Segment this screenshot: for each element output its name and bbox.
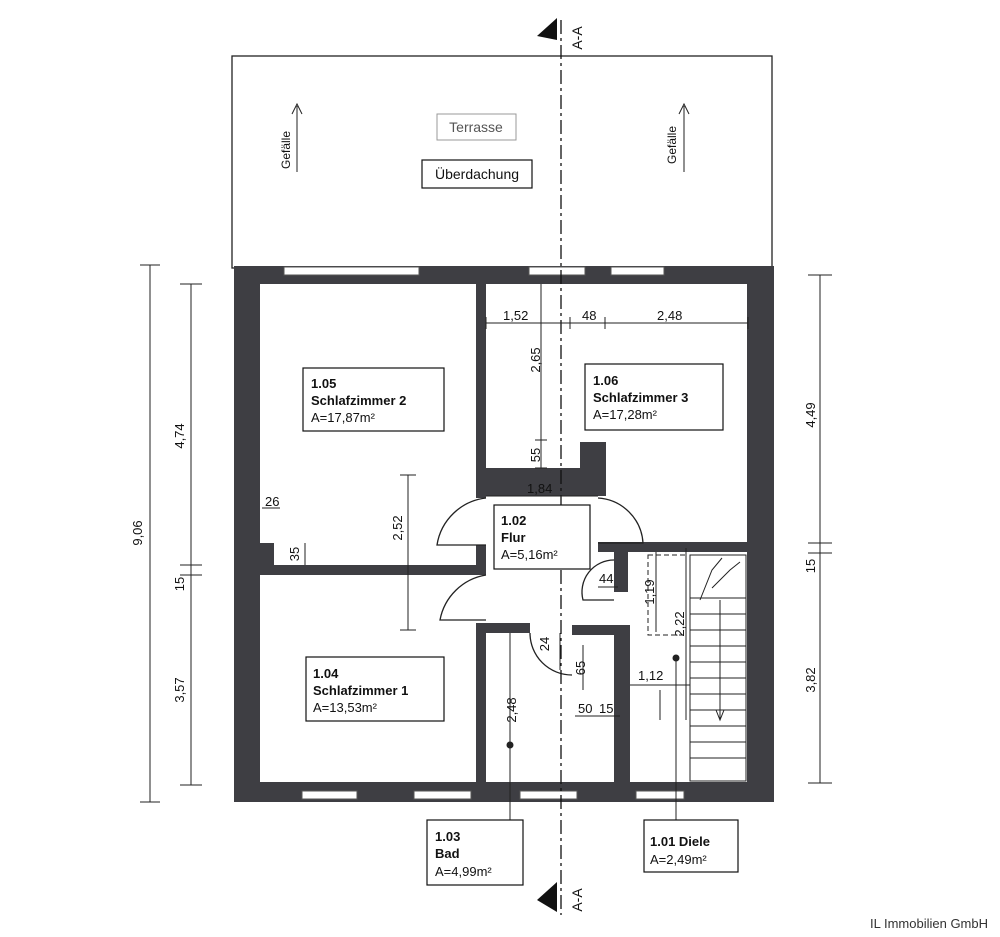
- section-line: A-A A-A: [537, 18, 585, 915]
- staircase: [630, 554, 747, 782]
- room-area: A=4,99m²: [435, 864, 492, 879]
- room-name: Schlafzimmer 2: [311, 393, 406, 408]
- section-marker-top: [537, 18, 557, 40]
- dim-v-65: 65: [573, 661, 588, 675]
- dim-top-48: 48: [582, 308, 596, 323]
- room-label-hall: 1.02 Flur A=5,16m²: [493, 504, 591, 570]
- dim-v-24: 24: [537, 637, 552, 651]
- room-number: 1.05: [311, 376, 336, 391]
- dim-top-152: 1,52: [503, 308, 528, 323]
- slope-arrow-left: Gefälle: [279, 102, 303, 172]
- room-number: 1.04: [313, 666, 339, 681]
- dim-h-15: 15: [599, 701, 613, 716]
- room-area: A=2,49m²: [650, 852, 707, 867]
- terrace-title: Terrasse: [449, 119, 503, 135]
- dim-h-50: 50: [578, 701, 592, 716]
- dim-left-lower: 3,57: [172, 677, 187, 702]
- room-name: Flur: [501, 530, 526, 545]
- dim-h-44: 44: [599, 571, 613, 586]
- room-label-bedroom3: 1.06 Schlafzimmer 3 A=17,28m²: [584, 363, 724, 431]
- dim-v-222: 2,22: [672, 611, 687, 636]
- dim-right-upper: 4,49: [803, 402, 818, 427]
- room-label-bedroom2: 1.05 Schlafzimmer 2 A=17,87m²: [302, 367, 445, 432]
- dim-h-184: 1,84: [527, 481, 552, 496]
- room-name: Schlafzimmer 1: [313, 683, 408, 698]
- dim-h-112: 1,12: [638, 668, 663, 683]
- roof-label: Überdachung: [435, 165, 519, 182]
- section-label-bottom: A-A: [569, 888, 585, 912]
- section-label-top: A-A: [569, 26, 585, 50]
- dim-left: [140, 264, 202, 803]
- dim-v-265: 2,65: [528, 347, 543, 372]
- room-area: A=17,28m²: [593, 407, 658, 422]
- slope-label-left: Gefälle: [279, 131, 293, 169]
- room-number: 1.06: [593, 373, 618, 388]
- dim-v-252: 2,52: [390, 515, 405, 540]
- room-label-bedroom1: 1.04 Schlafzimmer 1 A=13,53m²: [305, 656, 445, 722]
- dim-v-35: 35: [287, 547, 302, 561]
- room-number: 1.02: [501, 513, 526, 528]
- dim-right-lower: 3,82: [803, 667, 818, 692]
- dim-total-left: 9,06: [130, 520, 145, 545]
- roof-label-box: [421, 159, 533, 189]
- dim-right: [808, 274, 832, 784]
- room-area: A=13,53m²: [313, 700, 378, 715]
- section-marker-bottom: [537, 882, 557, 912]
- dim-interior: [262, 284, 749, 780]
- room-label-landing: 1.01 Diele A=2,49m²: [643, 819, 739, 873]
- dim-top-248: 2,48: [657, 308, 682, 323]
- leader-lines: [506, 654, 680, 820]
- dim-v-55: 55: [528, 448, 543, 462]
- dim-left-mid: 15: [172, 577, 187, 591]
- room-number: 1.01 Diele: [650, 834, 710, 849]
- windows: [283, 266, 685, 800]
- terrace-title-box: [436, 113, 517, 141]
- room-area: A=17,87m²: [311, 410, 376, 425]
- doors: [436, 497, 644, 676]
- dim-v-119: 1,19: [642, 579, 657, 604]
- room-area: A=5,16m²: [501, 547, 558, 562]
- room-name: Bad: [435, 846, 460, 861]
- slope-arrow-right: Gefälle: [665, 102, 690, 172]
- slope-label-right: Gefälle: [665, 126, 679, 164]
- dim-left-upper: 4,74: [172, 423, 187, 448]
- room-number: 1.03: [435, 829, 460, 844]
- dim-right-mid: 15: [803, 559, 818, 573]
- room-label-bath: 1.03 Bad A=4,99m²: [426, 819, 524, 886]
- dim-v-248: 2,48: [504, 697, 519, 722]
- interior-walls: [260, 284, 748, 783]
- company-watermark: IL Immobilien GmbH: [870, 916, 988, 931]
- room-name: Schlafzimmer 3: [593, 390, 688, 405]
- dim-h-26: 26: [265, 494, 279, 509]
